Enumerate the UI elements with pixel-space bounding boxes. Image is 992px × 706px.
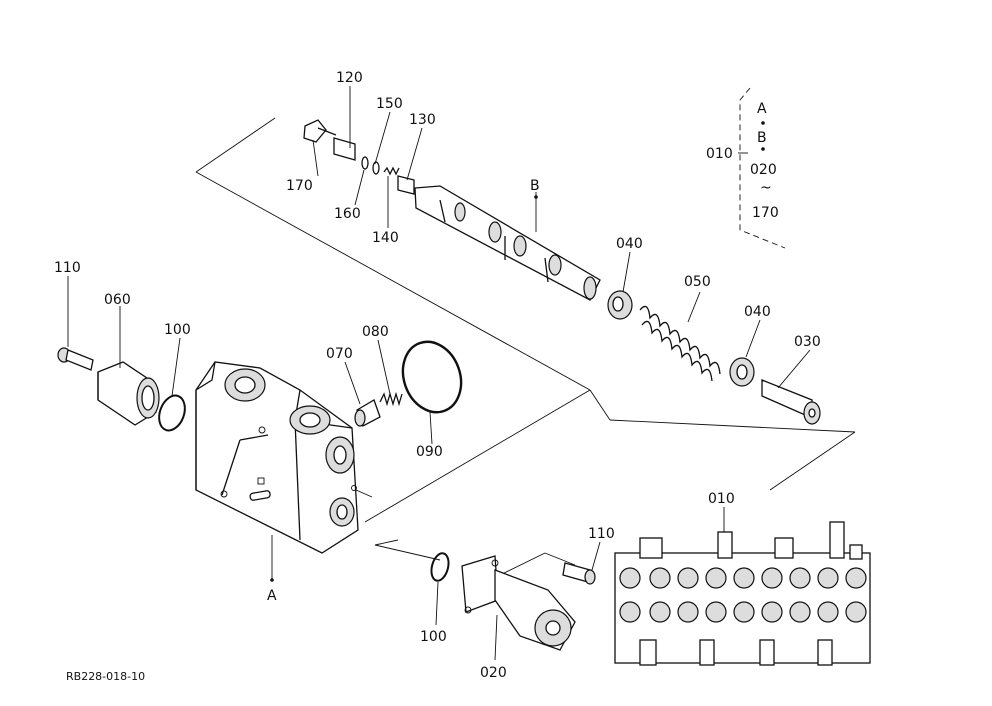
piston-120 xyxy=(333,137,356,161)
o-ring-100-upper xyxy=(158,394,186,432)
callout-090: 090 xyxy=(416,444,443,460)
upper-outline-frame xyxy=(195,117,856,523)
bolt-110-lower xyxy=(562,562,596,585)
marker-b: B xyxy=(530,178,540,194)
o-ring-100-lower xyxy=(430,552,450,582)
bolt-030 xyxy=(761,379,821,425)
callout-030: 030 xyxy=(794,334,821,350)
callout-160: 160 xyxy=(334,206,361,222)
marker-a-dot xyxy=(270,578,274,582)
callout-010: 010 xyxy=(708,491,735,507)
legend-a: A xyxy=(757,101,767,117)
seat-130 xyxy=(397,175,415,195)
plug-070 xyxy=(354,399,381,427)
callout-140: 140 xyxy=(372,230,399,246)
marker-b-dot xyxy=(534,195,538,199)
legend-b: B xyxy=(757,130,767,146)
spring-050 xyxy=(639,305,721,382)
callout-170: 170 xyxy=(286,178,313,194)
control-valve-assembly-010 xyxy=(614,521,871,666)
callout-060: 060 xyxy=(104,292,131,308)
valve-port-row-upper xyxy=(619,567,867,589)
legend-code: 010 xyxy=(706,146,733,162)
o-ring-090 xyxy=(401,340,463,414)
marker-a: A xyxy=(267,588,277,604)
reference-code: RB228-018-10 xyxy=(66,670,145,683)
bolt-110-upper xyxy=(57,347,94,371)
callout-080: 080 xyxy=(362,324,389,340)
callout-050: 050 xyxy=(684,274,711,290)
cap-020 xyxy=(461,555,576,651)
callout-040-b: 040 xyxy=(744,304,771,320)
valve-body xyxy=(195,361,373,554)
callout-110-upper: 110 xyxy=(54,260,81,276)
callout-040-a: 040 xyxy=(616,236,643,252)
callout-070: 070 xyxy=(326,346,353,362)
pilot-plug-170 xyxy=(303,119,337,143)
spring-seat-040-b xyxy=(729,357,755,387)
callout-130: 130 xyxy=(409,112,436,128)
callout-020: 020 xyxy=(480,665,507,681)
ring-160 xyxy=(361,156,369,170)
callout-150: 150 xyxy=(376,96,403,112)
callout-120: 120 xyxy=(336,70,363,86)
valve-port-row-lower xyxy=(619,601,867,623)
callout-110-lower: 110 xyxy=(588,526,615,542)
legend-bracket xyxy=(738,87,786,249)
spring-080 xyxy=(379,391,403,407)
spring-140 xyxy=(383,166,400,176)
cover-060 xyxy=(97,361,160,426)
leader-lines xyxy=(67,86,811,661)
lower-outline-frame xyxy=(374,539,576,576)
legend-to: 170 xyxy=(752,205,779,221)
spring-seat-040-a xyxy=(607,290,633,320)
callout-100-upper: 100 xyxy=(164,322,191,338)
callout-100-lower: 100 xyxy=(420,629,447,645)
spool-b xyxy=(414,185,601,301)
legend-range-mark: ~ xyxy=(760,180,772,196)
legend-from: 020 xyxy=(750,162,777,178)
ring-150 xyxy=(372,161,380,175)
